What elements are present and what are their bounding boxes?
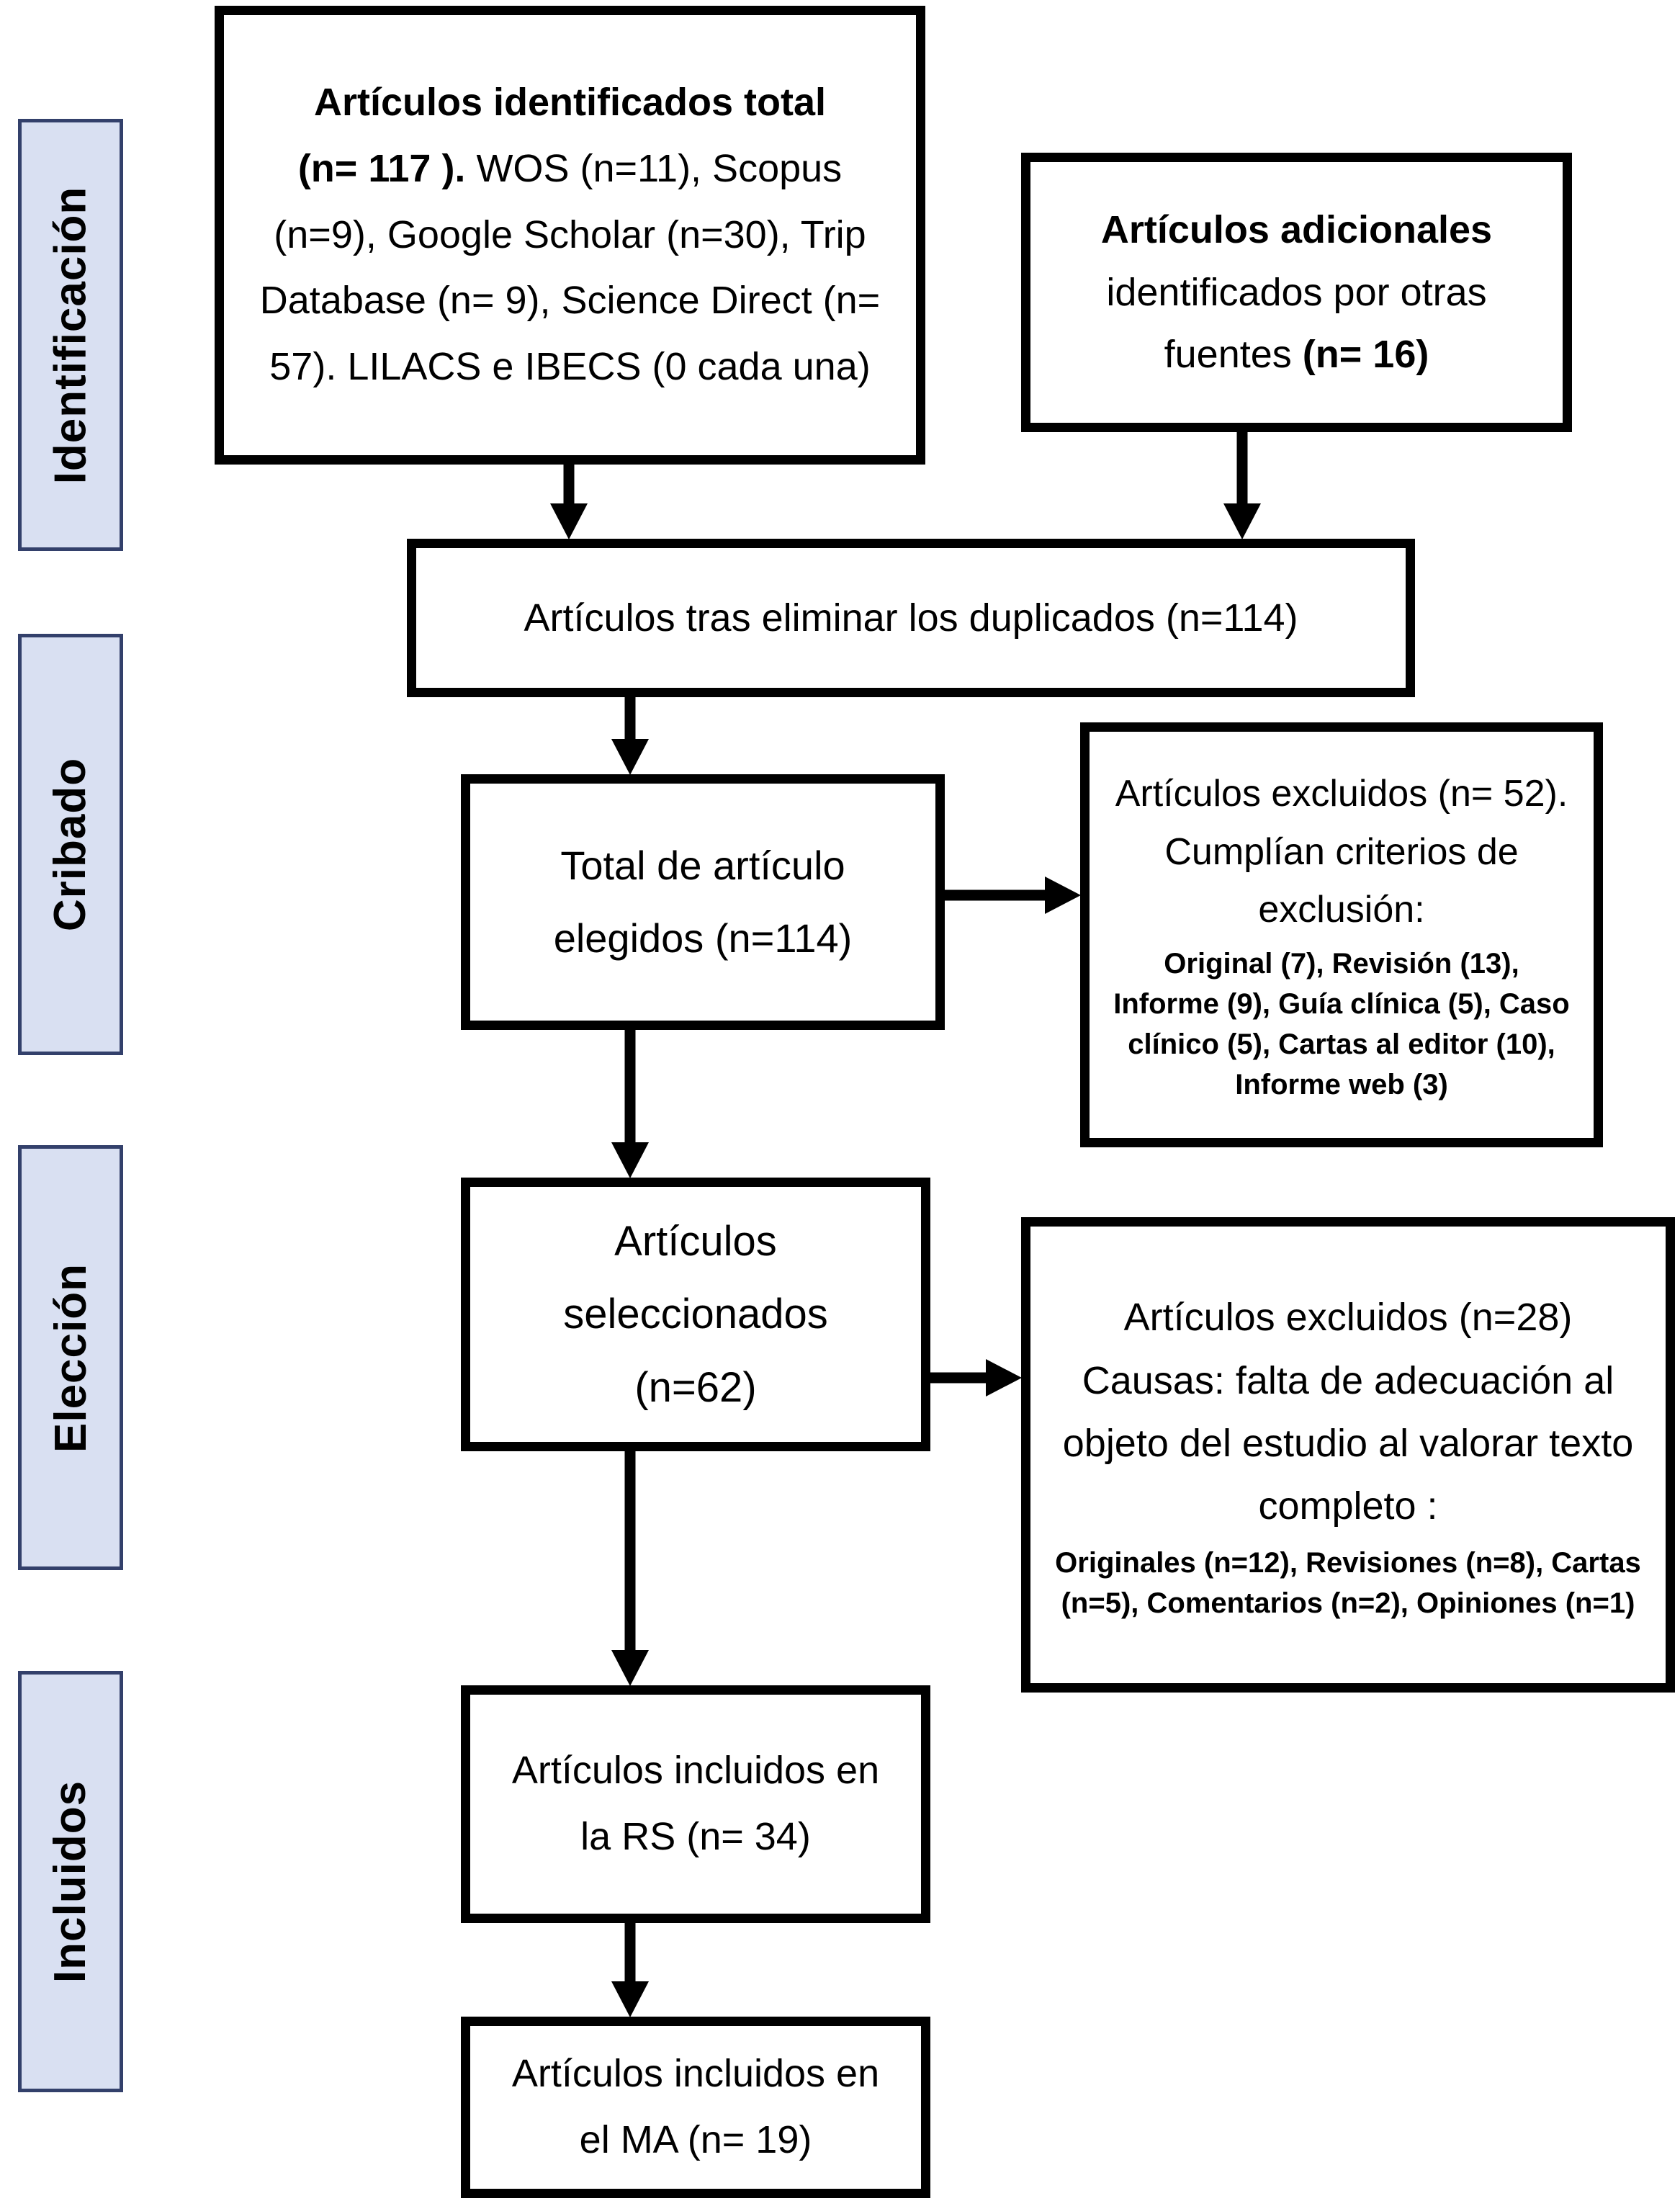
additional-body: identificados por otras fuentes	[1106, 270, 1487, 377]
excluded-screening-text: Artículos excluidos (n= 52). Cumplían cr…	[1115, 773, 1568, 931]
arrow-head-down-icon	[611, 1142, 649, 1178]
box-after-duplicates: Artículos tras eliminar los duplicados (…	[407, 539, 1415, 697]
arrow-identified-to-dedup	[550, 465, 588, 539]
total-chosen-text: Total de artículo elegidos (n=114)	[553, 842, 853, 961]
box-excluded-screening: Artículos excluidos (n= 52). Cumplían cr…	[1080, 722, 1603, 1147]
stage-cribado-label: Cribado	[45, 757, 96, 932]
box-excluded-fulltext: Artículos excluidos (n=28) Causas: falta…	[1021, 1217, 1675, 1693]
identified-title: Artículos identificados total	[313, 81, 827, 124]
arrow-shaft	[624, 1030, 636, 1144]
excluded-fulltext-text: Artículos excluidos (n=28) Causas: falta…	[1062, 1296, 1634, 1528]
stage-eleccion: Elección	[18, 1145, 123, 1570]
arrow-shaft	[1236, 432, 1248, 505]
stage-eleccion-label: Elección	[45, 1263, 96, 1453]
arrow-shaft	[930, 1372, 987, 1384]
included-ma-text: Artículos incluidos en el MA (n= 19)	[511, 2052, 880, 2161]
after-duplicates-text: Artículos tras eliminar los duplicados (…	[524, 596, 1298, 640]
arrow-dedup-to-total	[611, 697, 649, 775]
stage-incluidos-label: Incluidos	[45, 1780, 96, 1983]
arrow-head-down-icon	[550, 503, 588, 539]
arrow-additional-to-dedup	[1223, 432, 1261, 539]
box-included-ma: Artículos incluidos en el MA (n= 19)	[461, 2017, 930, 2198]
box-additional-sources-text: Artículos adicionales identificados por …	[1052, 199, 1541, 385]
identified-count: (n= 117 ).	[297, 146, 466, 190]
box-included-rs: Artículos incluidos en la RS (n= 34)	[461, 1685, 930, 1923]
arrow-rs-to-ma	[611, 1923, 649, 2017]
arrow-head-down-icon	[611, 1650, 649, 1686]
additional-title: Artículos adicionales	[1100, 208, 1493, 252]
arrow-head-right-icon	[986, 1359, 1022, 1397]
excluded-screening-detail: Original (7), Revisión (13), Informe (9)…	[1113, 947, 1570, 1100]
identified-body: WOS (n=11), Scopus (n=9), Google Scholar…	[259, 146, 881, 389]
arrow-shaft	[563, 465, 575, 505]
additional-count: (n= 16)	[1302, 333, 1429, 377]
arrow-shaft	[624, 697, 636, 740]
box-identified-total-text: Artículos identificados total (n= 117 ).…	[248, 70, 891, 400]
box-selected: Artículos seleccionados (n=62)	[461, 1178, 930, 1451]
arrow-selected-to-excluded	[930, 1359, 1022, 1397]
arrow-head-down-icon	[1223, 503, 1261, 539]
stage-identificacion: Identificación	[18, 119, 123, 551]
arrow-head-down-icon	[611, 1981, 649, 2017]
arrow-shaft	[624, 1923, 636, 1983]
box-total-chosen: Total de artículo elegidos (n=114)	[461, 774, 945, 1030]
arrow-head-down-icon	[611, 739, 649, 775]
included-rs-text: Artículos incluidos en la RS (n= 34)	[511, 1749, 880, 1858]
selected-text: Artículos seleccionados (n=62)	[563, 1217, 828, 1411]
arrow-shaft	[624, 1451, 636, 1651]
stage-identificacion-label: Identificación	[45, 186, 96, 484]
box-additional-sources: Artículos adicionales identificados por …	[1021, 153, 1572, 432]
box-identified-total: Artículos identificados total (n= 117 ).…	[215, 6, 925, 465]
arrow-total-to-selected	[611, 1030, 649, 1178]
stage-incluidos: Incluidos	[18, 1671, 123, 2092]
excluded-fulltext-detail: Originales (n=12), Revisiones (n=8), Car…	[1055, 1546, 1641, 1619]
stage-cribado: Cribado	[18, 634, 123, 1055]
arrow-shaft	[945, 889, 1046, 901]
arrow-head-right-icon	[1045, 877, 1081, 914]
arrow-selected-to-rs	[611, 1451, 649, 1686]
arrow-total-to-excluded	[945, 877, 1081, 914]
